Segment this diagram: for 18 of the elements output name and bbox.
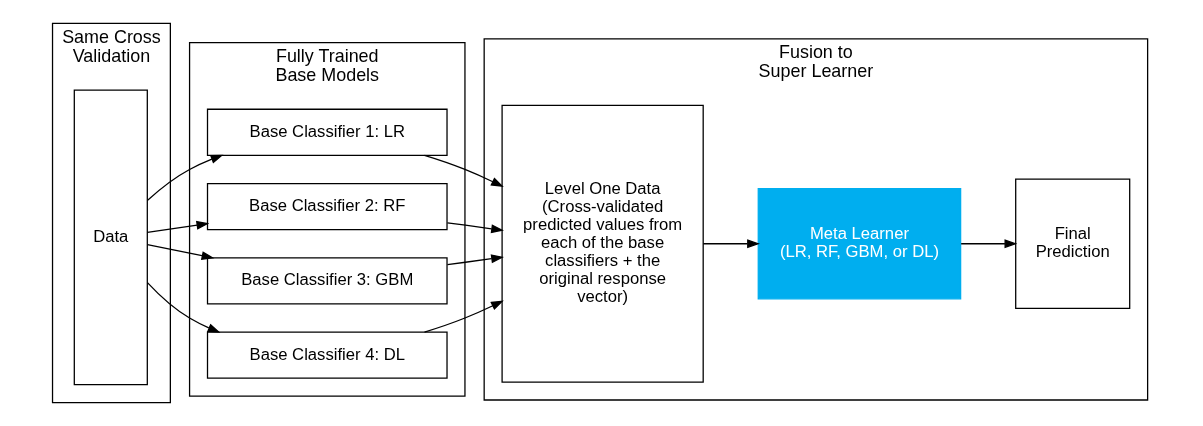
node-box: Data xyxy=(73,89,148,386)
node-box: Base Classifier 1: LR xyxy=(206,108,448,156)
node-box: Final Prediction xyxy=(1014,178,1130,310)
arrow xyxy=(446,254,504,266)
arrow xyxy=(702,239,760,249)
node-box: Base Classifier 4: DL xyxy=(206,331,448,379)
arrow xyxy=(146,281,220,333)
node-box: Meta Learner (LR, RF, GBM, or DL) xyxy=(757,188,961,300)
arrow xyxy=(423,300,504,333)
arrow xyxy=(146,220,209,233)
arrow xyxy=(960,239,1017,249)
node-box: Base Classifier 2: RF xyxy=(206,182,448,231)
arrow xyxy=(146,154,223,202)
node-box: Level One Data (Cross-validated predicted values from each of the base classifiers + the original response vector) xyxy=(500,104,704,383)
arrow xyxy=(423,154,504,188)
arrow xyxy=(446,222,504,234)
node-box: Base Classifier 3: GBM xyxy=(206,257,448,305)
arrow xyxy=(146,243,214,260)
